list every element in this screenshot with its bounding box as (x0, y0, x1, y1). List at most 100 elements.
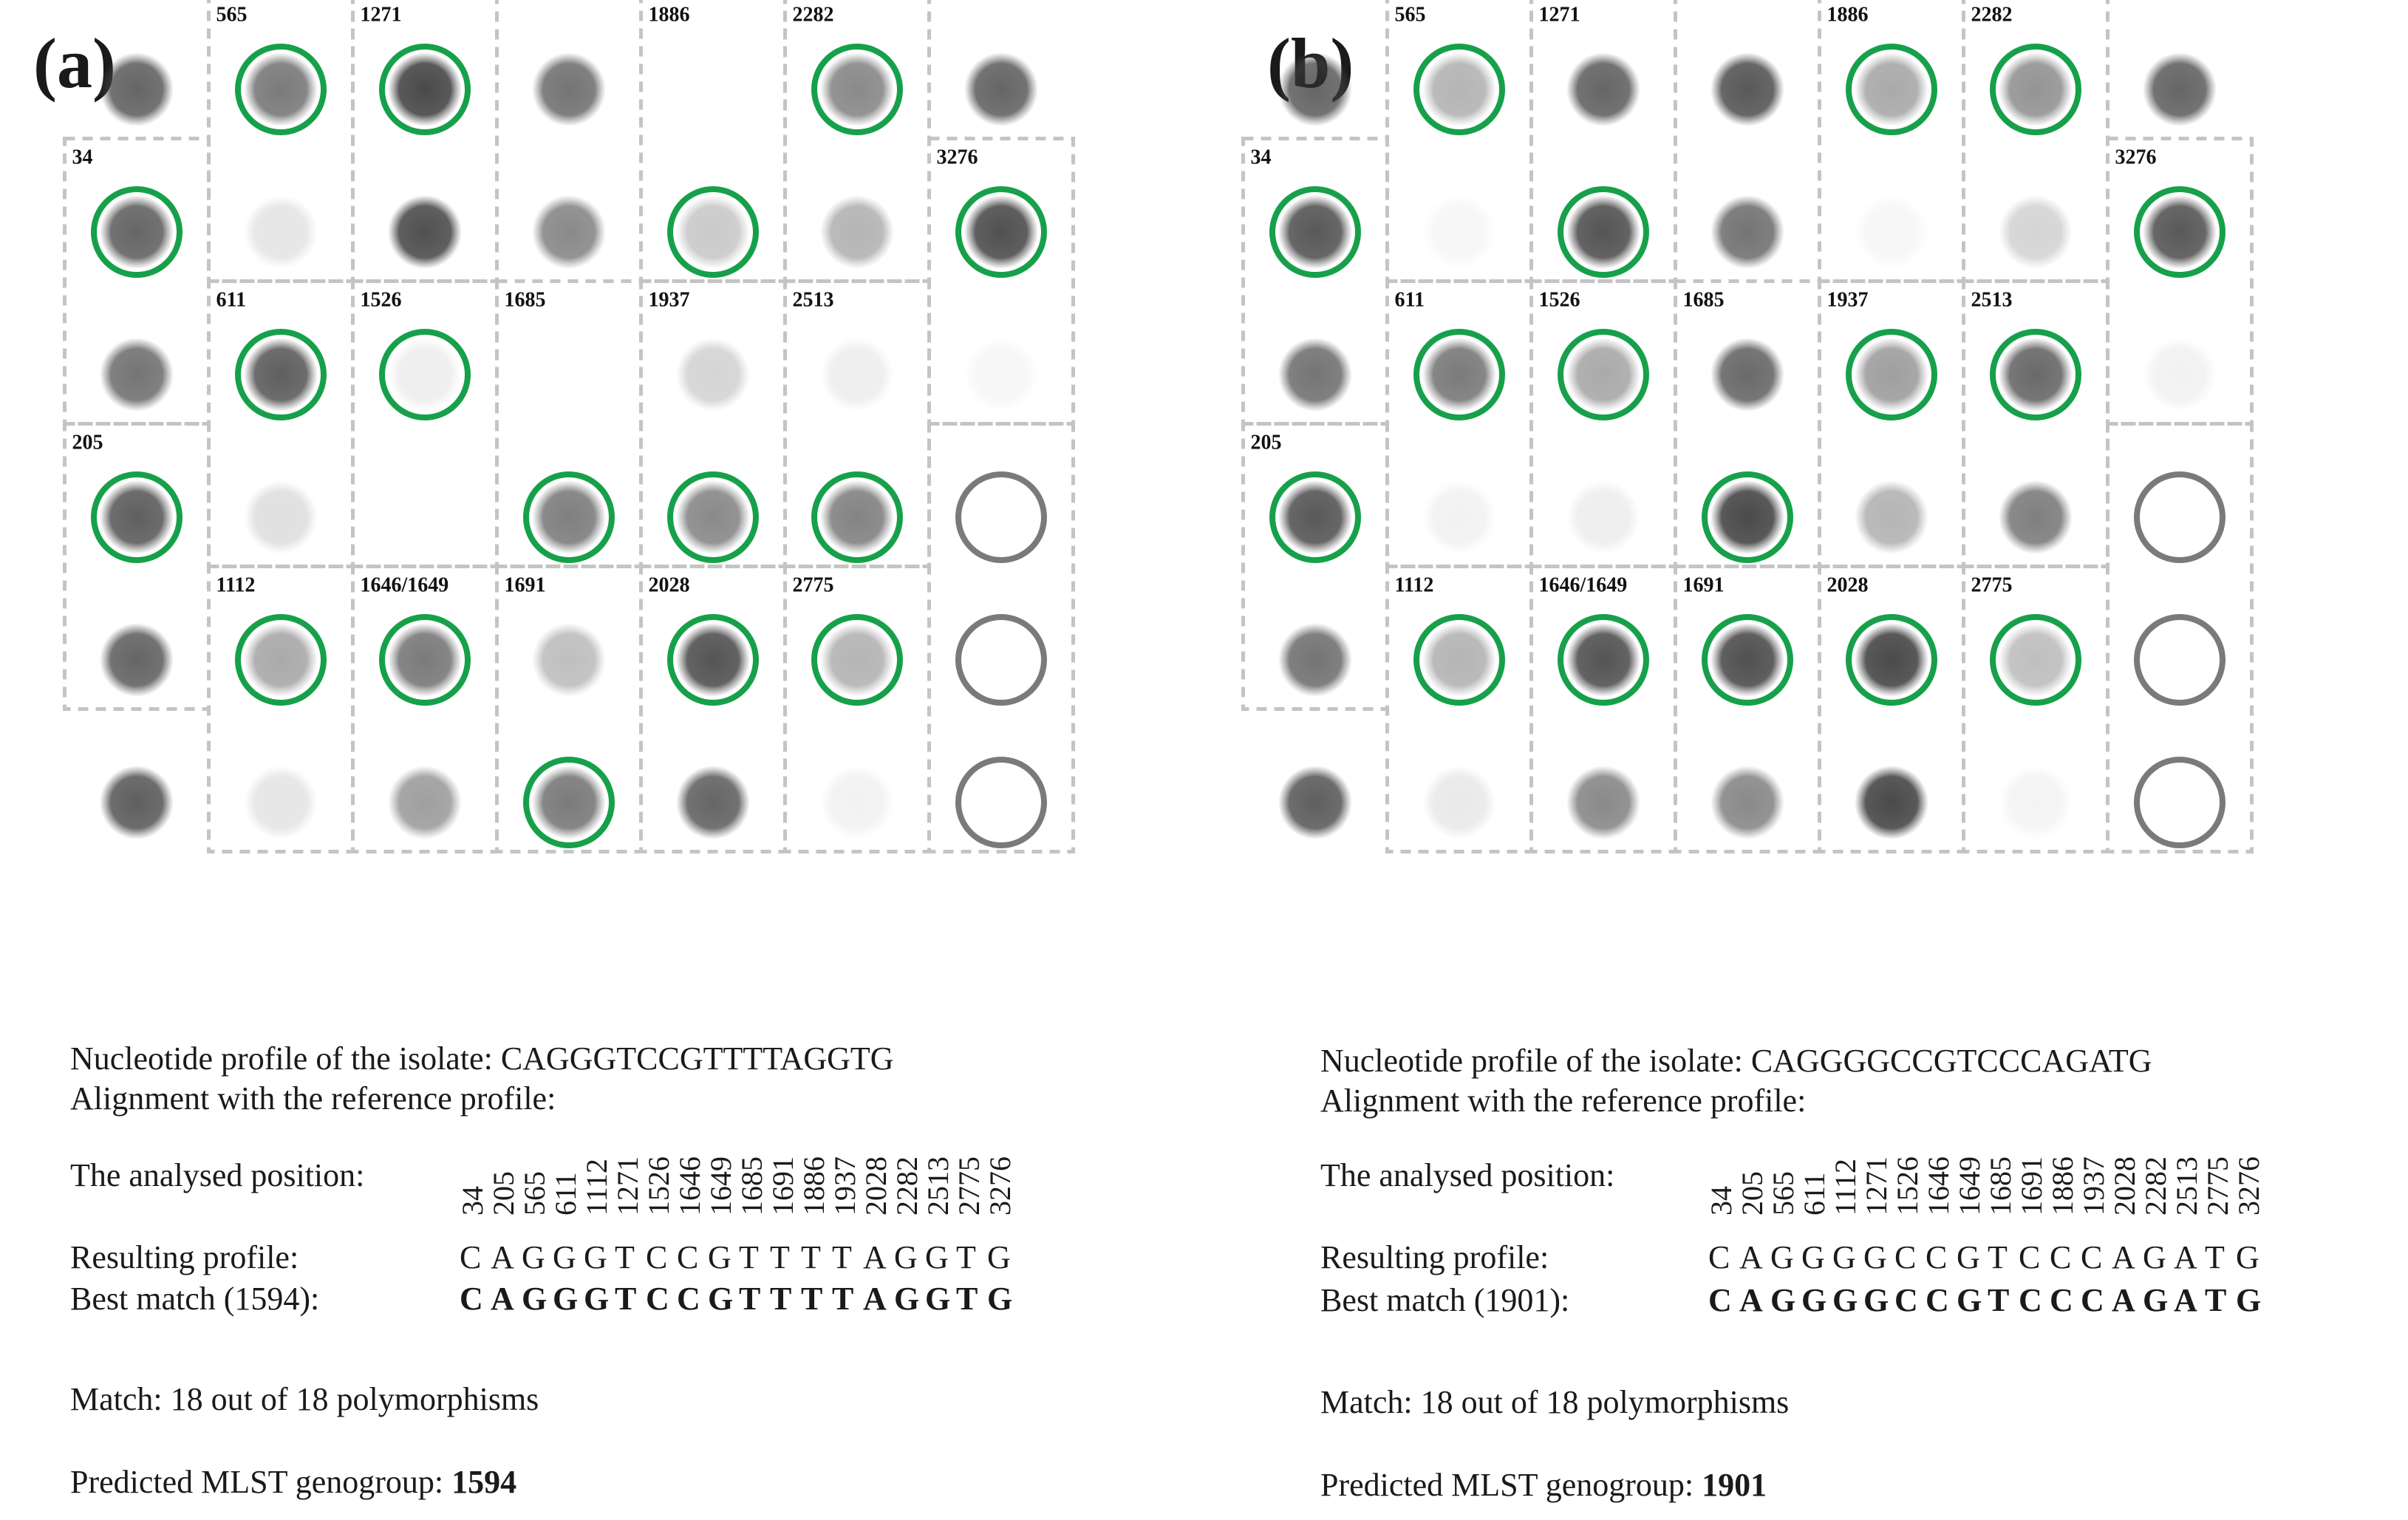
hybridization-spot (1278, 623, 1352, 697)
resulting-base: C (2050, 1239, 2072, 1275)
analysed-position: 1646 (673, 1156, 706, 1216)
resulting-base: G (2143, 1239, 2166, 1275)
hybridization-spot (1422, 195, 1496, 269)
hybridization-spot (1855, 623, 1928, 697)
hybridization-spot (532, 480, 606, 554)
group-box (2106, 422, 2254, 853)
analysed-position: 3276 (983, 1156, 1017, 1216)
profile-label: Nucleotide profile of the isolate: (70, 1040, 493, 1077)
hybridization-spot (2143, 338, 2217, 412)
positive-ring (811, 471, 903, 563)
position-label: 1886 (649, 4, 690, 27)
positive-ring (235, 44, 327, 135)
hybridization-spot (676, 480, 750, 554)
hybridization-spot (388, 766, 462, 839)
analysed-position: 1937 (828, 1156, 862, 1216)
hybridization-spot (532, 52, 606, 126)
resulting-label: Resulting profile: (70, 1239, 299, 1275)
hybridization-spot (820, 338, 894, 412)
position-label: 2282 (793, 4, 834, 27)
positive-ring (667, 186, 759, 278)
best-base: C (2019, 1282, 2042, 1318)
best-base: A (863, 1281, 887, 1317)
positive-ring (1413, 44, 1505, 135)
hybridization-spot (244, 623, 318, 697)
predicted-label: Predicted MLST genogroup: (70, 1464, 444, 1500)
hybridization-spot (1278, 52, 1352, 126)
position-label: 2775 (1971, 574, 2013, 597)
hybridization-spot (1855, 195, 1928, 269)
positive-ring (91, 186, 183, 278)
position-label: 1271 (361, 4, 402, 27)
resulting-base: T (1988, 1239, 2008, 1275)
hybridization-spot (1566, 480, 1640, 554)
best-base: G (1957, 1282, 1982, 1318)
hybridization-spot (100, 480, 174, 554)
hybridization-spot (1278, 195, 1352, 269)
hybridization-spot (1711, 338, 1784, 412)
positive-ring (1558, 614, 1649, 706)
hybridization-spot (244, 338, 318, 412)
analysed-position: 2282 (2139, 1156, 2172, 1216)
best-base: G (2143, 1282, 2169, 1318)
analysed-position: 2028 (2108, 1156, 2141, 1216)
best-base: C (460, 1281, 483, 1317)
control-ring (2134, 471, 2225, 563)
positive-ring (523, 471, 615, 563)
hybridization-spot (676, 338, 750, 412)
resulting-base: C (1708, 1239, 1730, 1275)
analysed-position: 205 (487, 1171, 520, 1216)
hybridization-spot (1422, 623, 1496, 697)
position-label: 34 (1251, 146, 1272, 169)
resulting-base: C (646, 1239, 668, 1275)
best-base: T (1988, 1282, 2010, 1318)
position-label: 2282 (1971, 4, 2013, 27)
profile-line: Nucleotide profile of the isolate: CAGGG… (1320, 1042, 2152, 1081)
hybridization-spot (676, 766, 750, 839)
profile-value: CAGGGTCCGTTTTAGGTG (500, 1040, 894, 1077)
positive-ring (379, 329, 471, 420)
best-base: T (956, 1281, 978, 1317)
best-base: C (1926, 1282, 1949, 1318)
best-base: G (1801, 1282, 1827, 1318)
group-box (927, 422, 1075, 853)
predicted-line: Predicted MLST genogroup: 1594 (70, 1463, 516, 1501)
control-ring (2134, 614, 2225, 706)
best-base: G (1863, 1282, 1889, 1318)
hybridization-spot (820, 52, 894, 126)
positive-ring (1846, 329, 1937, 420)
resulting-base: C (460, 1239, 482, 1275)
hybridization-spot (1566, 766, 1640, 839)
position-label: 1937 (649, 289, 690, 312)
best-base: T (2205, 1282, 2227, 1318)
hybridization-spot (820, 195, 894, 269)
resulting-base: T (832, 1239, 852, 1275)
positive-ring (1413, 614, 1505, 706)
hybridization-spot (244, 480, 318, 554)
position-label: 1646/1649 (361, 574, 449, 597)
position-label: 2513 (793, 289, 834, 312)
alignment-label: Alignment with the reference profile: (70, 1080, 556, 1117)
positive-ring (235, 329, 327, 420)
best-match-label: Best match (1594): (70, 1281, 320, 1317)
best-base: G (2236, 1282, 2262, 1318)
analysed-position: 1526 (642, 1156, 675, 1216)
positive-ring (811, 614, 903, 706)
predicted-value: 1594 (451, 1464, 517, 1500)
resulting-base: G (894, 1239, 918, 1275)
best-base: G (894, 1281, 920, 1317)
control-ring (955, 757, 1047, 848)
positive-ring (1413, 329, 1505, 420)
resulting-base: T (956, 1239, 976, 1275)
hybridization-spot (100, 195, 174, 269)
match-text: Match: 18 out of 18 polymorphisms (1320, 1384, 1790, 1420)
hybridization-spot (964, 52, 1038, 126)
analysed-position: 3276 (2232, 1156, 2265, 1216)
analysed-position: 1691 (2015, 1156, 2048, 1216)
position-label: 3276 (2115, 146, 2157, 169)
hybridization-spot (820, 480, 894, 554)
resulting-base: G (1863, 1239, 1887, 1275)
